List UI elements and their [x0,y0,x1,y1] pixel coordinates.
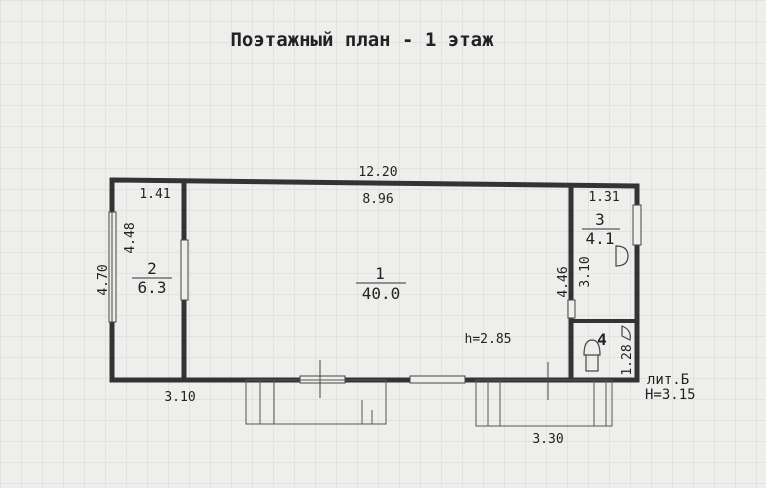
porches [245,379,613,427]
sink-icon [615,245,629,267]
dim-room4-height: 1.28 [620,344,635,375]
dim-room1-height: 4.46 [556,266,571,297]
room1-number: 1 [375,264,385,283]
dim-overall-height: 4.70 [96,264,111,295]
room2-number: 2 [147,259,157,278]
window-room3 [632,204,642,246]
openings [108,204,642,400]
porch-left [245,379,387,425]
door-room2 [180,239,189,301]
building-info: лит.Б Н=3.15 [645,372,696,403]
room3-number: 3 [595,210,605,229]
door-room3 [567,299,576,319]
room1-area: 40.0 [362,284,401,303]
toilet-icon [583,339,601,372]
dimension-labels: 12.20 8.96 1.41 1.31 3.10 3.30 4.70 4.48… [96,165,635,447]
dim-overall-width: 12.20 [358,165,397,180]
room4-number: 4 [597,330,607,349]
building-height: Н=3.15 [645,387,696,403]
dim-room3-width: 1.31 [588,190,619,205]
dim-room3-height: 3.10 [578,256,593,287]
dim-room2-height: 4.48 [123,222,138,253]
dim-room2-width: 1.41 [139,187,170,202]
ceiling-height: h=2.85 [465,332,512,347]
plan-title: Поэтажный план - 1 этаж [230,29,494,51]
dim-porch-right: 3.30 [532,432,563,447]
sink-small-icon [621,325,631,341]
room2-area: 6.3 [138,278,167,297]
fixtures [583,245,631,372]
dim-room1-width: 8.96 [362,192,393,207]
porch-right [475,379,613,427]
liter-label: лит.Б [647,372,689,388]
room3-area: 4.1 [586,229,615,248]
window-bottom-2 [409,375,466,384]
room-labels: 1 40.0 2 6.3 3 4.1 4 h=2.85 [132,210,620,349]
dim-porch-left: 3.10 [164,390,195,405]
